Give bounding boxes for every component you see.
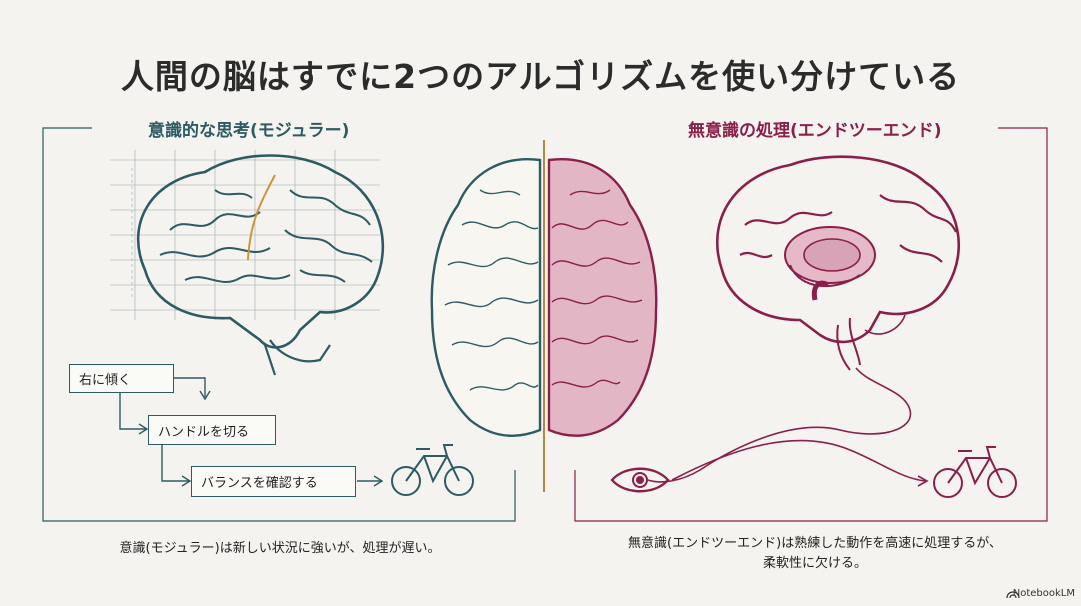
center-brain-left-hemisphere — [430, 158, 542, 437]
right-section-title: 無意識の処理(エンドツーエンド) — [688, 121, 942, 141]
blueprint-grid — [110, 150, 380, 320]
central-sulcus — [247, 174, 276, 261]
watermark: NotebookLM — [1012, 588, 1075, 599]
right-caption-line-1: 無意識(エンドツーエンド)は熟練した動作を高速に処理するが、 — [628, 536, 1002, 551]
right-caption: 無意識(エンドツーエンド)は熟練した動作を高速に処理するが、 柔軟性に欠ける。 — [570, 534, 1060, 574]
notebooklm-logo-icon — [1006, 591, 1020, 599]
left-brain-illustration — [136, 154, 385, 376]
eye-icon — [610, 467, 670, 493]
right-caption-line-2: 柔軟性に欠ける。 — [762, 556, 867, 571]
center-brain-right-hemisphere — [547, 158, 658, 437]
flow-step-1: 右に傾く — [69, 364, 174, 393]
right-brain-illustration — [716, 155, 961, 371]
left-caption: 意識(モジュラー)は新しい状況に強いが、処理が遅い。 — [119, 541, 441, 556]
flow-connectors — [119, 377, 384, 487]
flow-step-2: ハンドルを切る — [148, 415, 276, 445]
page-title: 人間の脳はすでに2つのアルゴリズムを使い分けている — [120, 57, 961, 96]
flow-step-3: バランスを確認する — [191, 466, 356, 497]
left-section-title: 意識的な思考(モジュラー) — [148, 121, 350, 141]
bicycle-icon-right — [933, 446, 1017, 498]
left-frame — [42, 127, 516, 522]
eye-to-bike-path — [671, 439, 926, 482]
bicycle-icon-left — [391, 444, 474, 496]
right-frame — [574, 127, 1048, 522]
nerve-pathway — [647, 367, 912, 483]
